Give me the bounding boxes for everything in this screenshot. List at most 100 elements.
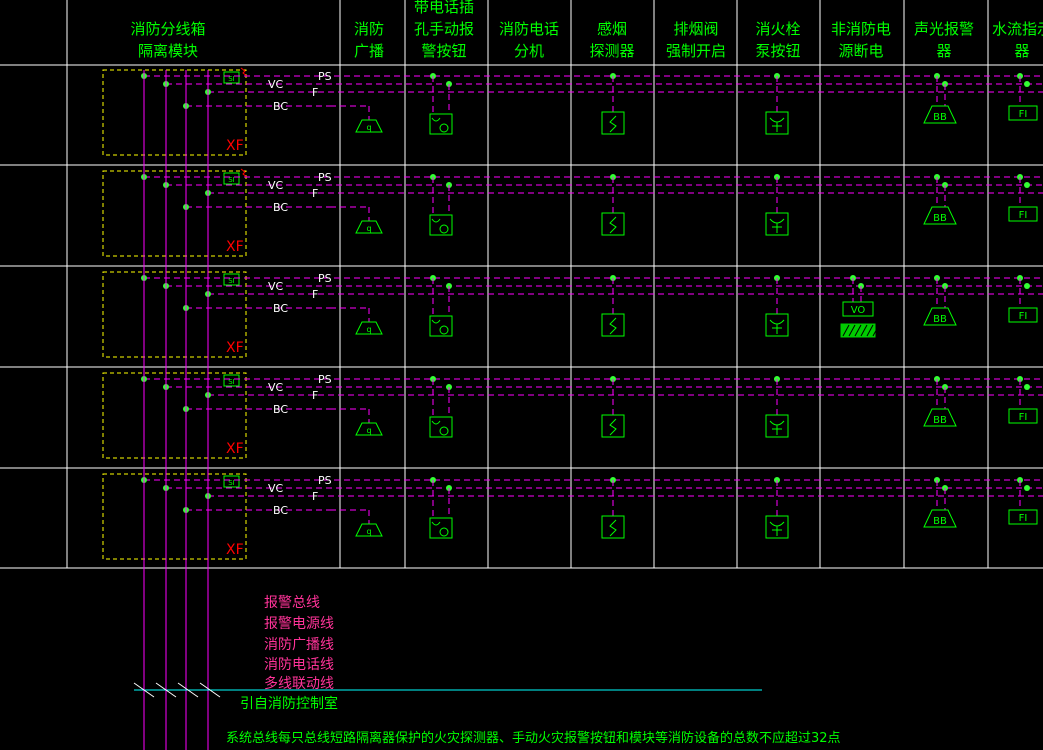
- sound-light-alarm-icon: [923, 408, 957, 427]
- header-line: 器: [936, 42, 951, 60]
- header-line: 探测器: [589, 42, 634, 60]
- si-module: [223, 374, 240, 387]
- button-circle: [439, 527, 449, 537]
- f-label: F: [312, 187, 318, 200]
- sound-light-alarm-icon: [923, 509, 957, 528]
- junction-dot: [1024, 283, 1030, 289]
- legend-item-alarm-power: 报警电源线: [264, 616, 334, 632]
- speaker-icon: [355, 220, 383, 234]
- header-hydrant-button: 消火栓泵按钮: [755, 20, 800, 60]
- si-label: SI: [228, 277, 235, 285]
- header-line: 隔离模块: [138, 42, 198, 60]
- header-isolation-module: 消防分线箱隔离模块: [130, 20, 205, 60]
- speaker-icon: [355, 422, 383, 436]
- speaker-mark: q: [366, 325, 371, 334]
- bc-label: BC: [273, 302, 288, 315]
- alarm-label: BB: [933, 213, 947, 224]
- phone-jack: [431, 521, 441, 526]
- smoke-detector-icon: [601, 515, 625, 539]
- isolation-box: [102, 372, 247, 459]
- hydrant-button-icon: [765, 515, 789, 539]
- speaker-mark: q: [366, 224, 371, 233]
- header-line: 消防: [354, 20, 384, 38]
- si-label: SI: [228, 378, 235, 386]
- si-module: [223, 273, 240, 286]
- alarm-label: BB: [933, 415, 947, 426]
- header-broadcast: 消防广播: [354, 20, 384, 60]
- header-line: 消防分线箱: [130, 20, 205, 38]
- isolation-box: [102, 170, 247, 257]
- header-power-cut: 非消防电源断电: [831, 20, 891, 60]
- ps-label: PS: [318, 474, 332, 487]
- fi-label: FI: [1019, 109, 1028, 120]
- flow-indicator-icon: [1008, 408, 1038, 424]
- si-label: SI: [228, 75, 235, 83]
- legend: 报警总线 报警电源线 消防广播线 消防电话线 多线联动线: [264, 595, 334, 692]
- f-label: F: [312, 86, 318, 99]
- xf-label: XF: [226, 138, 244, 154]
- vc-label: VC: [268, 381, 284, 394]
- grid-lines: [0, 0, 1043, 569]
- f-label: F: [312, 490, 318, 503]
- si-module: [223, 172, 240, 185]
- alarm-label: BB: [933, 112, 947, 123]
- bc-label: BC: [273, 403, 288, 416]
- column-headers: 消防分线箱隔离模块 消防广播 带电话插孔手动报警按钮 消防电话分机 感烟探测器 …: [130, 0, 1043, 60]
- smoke-zigzag: [609, 317, 617, 335]
- smoke-detector-icon: [601, 111, 625, 135]
- manual-button-icon: [429, 113, 453, 135]
- hatch-line: [848, 324, 856, 337]
- hydrant-symbol: [769, 117, 785, 132]
- xf-label: XF: [226, 239, 244, 255]
- header-water-flow-indicator: 水流指示器: [992, 20, 1043, 60]
- header-line: 声光报警: [914, 20, 974, 38]
- hatch-line: [860, 324, 868, 337]
- flow-indicator-icon: [1008, 307, 1038, 323]
- manual-button-icon: [429, 214, 453, 236]
- sound-light-alarm-icon: [923, 105, 957, 124]
- hatch-line: [854, 324, 862, 337]
- hydrant-symbol: [769, 420, 785, 435]
- smoke-detector-icon: [601, 313, 625, 337]
- smoke-zigzag: [609, 216, 617, 234]
- speaker-icon: [355, 321, 383, 335]
- speaker-icon: [355, 119, 383, 133]
- f-label: F: [312, 288, 318, 301]
- smoke-zigzag: [609, 418, 617, 436]
- header-line: 器: [1014, 42, 1029, 60]
- speaker-icon: [355, 523, 383, 537]
- smoke-detector-icon: [601, 414, 625, 438]
- alarm-label: BB: [933, 516, 947, 527]
- flow-indicator-icon: [1008, 105, 1038, 121]
- flow-indicator-icon: [1008, 206, 1038, 222]
- source-label: 引自消防控制室: [240, 695, 338, 712]
- header-smoke-valve: 排烟阀强制开启: [666, 20, 726, 60]
- junction-dot: [1024, 485, 1030, 491]
- header-line: 警按钮: [421, 42, 466, 60]
- header-manual-alarm-button: 带电话插孔手动报警按钮: [414, 0, 474, 60]
- button-circle: [439, 224, 449, 234]
- header-phone-extension: 消防电话分机: [499, 20, 559, 60]
- sound-light-alarm-icon: [923, 307, 957, 326]
- header-line: 强制开启: [666, 42, 726, 60]
- hydrant-symbol: [769, 319, 785, 334]
- header-line: 广播: [354, 42, 384, 60]
- vc-label: VC: [268, 482, 284, 495]
- phone-jack: [431, 420, 441, 425]
- vc-label: VC: [268, 179, 284, 192]
- smoke-detector-icon: [601, 212, 625, 236]
- header-line: 孔手动报: [414, 20, 474, 38]
- button-circle: [439, 325, 449, 335]
- short-circuit-mark: [240, 67, 248, 77]
- si-module: [223, 475, 240, 488]
- button-circle: [439, 123, 449, 133]
- speaker-mark: q: [366, 123, 371, 132]
- isolation-box: [102, 271, 247, 358]
- header-line: 非消防电: [831, 20, 891, 38]
- ps-label: PS: [318, 171, 332, 184]
- legend-item-linkage: 多线联动线: [264, 675, 334, 692]
- si-label: SI: [228, 176, 235, 184]
